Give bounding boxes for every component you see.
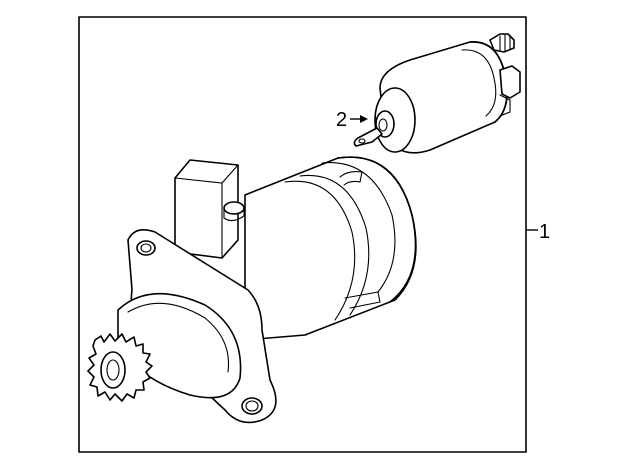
mount-stud bbox=[223, 201, 245, 215]
starter-motor[interactable] bbox=[87, 156, 417, 424]
pinion-gear bbox=[87, 333, 153, 402]
pinion-hub-bore bbox=[106, 359, 120, 381]
drive-nose-lip bbox=[127, 302, 230, 373]
flange-bolt-hole-top-inner bbox=[140, 243, 152, 253]
motor-end-cap-inner bbox=[321, 162, 396, 293]
callout-2: 2 bbox=[336, 109, 368, 131]
terminal-bracket bbox=[499, 94, 511, 117]
mount-block-edge bbox=[174, 164, 239, 259]
solenoid-rear-cap-inner bbox=[461, 49, 497, 117]
solenoid-plunger-core bbox=[378, 118, 388, 132]
motor-end-cap bbox=[337, 156, 417, 303]
pinion-hub bbox=[100, 351, 126, 389]
callout-2-label: 2 bbox=[336, 109, 347, 131]
motor-housing bbox=[244, 156, 417, 341]
callout-2-arrowhead bbox=[360, 115, 368, 123]
solenoid-terminal-upper bbox=[489, 33, 515, 53]
flange-bolt-hole-bottom-inner bbox=[245, 400, 259, 412]
solenoid-plunger-tab bbox=[353, 127, 383, 147]
callout-1: 1 bbox=[526, 221, 550, 243]
housing-seam bbox=[299, 174, 370, 316]
assembly-frame bbox=[78, 16, 527, 453]
solenoid-plunger-ring bbox=[375, 110, 395, 138]
callout-1-label: 1 bbox=[539, 221, 550, 243]
plunger-tab-hole bbox=[358, 138, 366, 144]
solenoid-front-face bbox=[374, 87, 416, 153]
flange-bolt-hole-top bbox=[136, 240, 156, 256]
solenoid-switch[interactable] bbox=[353, 33, 521, 154]
terminal-thread bbox=[499, 34, 511, 52]
end-cap-notch bbox=[339, 171, 363, 186]
solenoid-terminal-lower bbox=[499, 65, 521, 99]
housing-step bbox=[344, 291, 381, 309]
flange-bolt-hole-bottom bbox=[241, 397, 263, 415]
housing-seam bbox=[284, 180, 356, 321]
drive-nose bbox=[117, 292, 242, 399]
mount-stud-side bbox=[223, 207, 245, 222]
